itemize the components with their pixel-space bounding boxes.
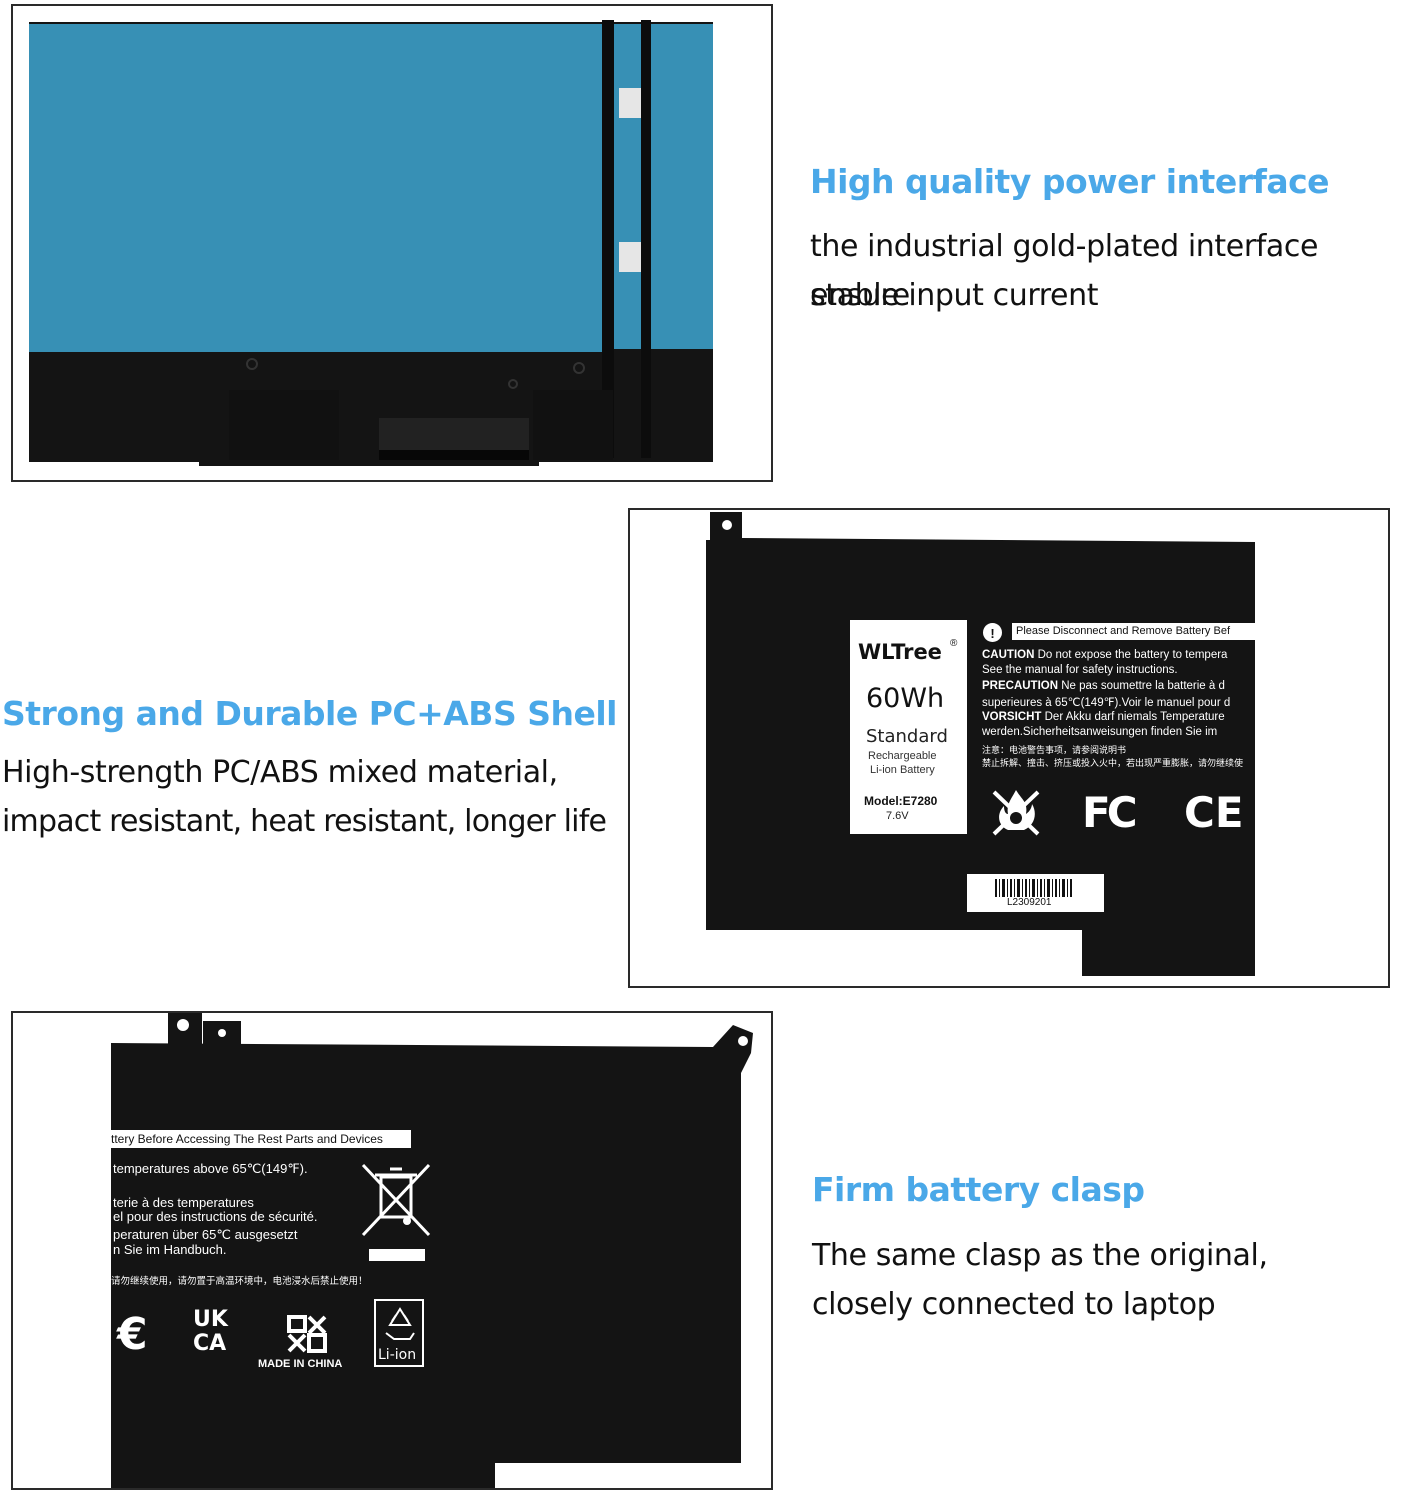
precaution-head: PRECAUTION bbox=[982, 680, 1059, 692]
flammable-icon bbox=[992, 790, 1040, 836]
battery-type: Standard bbox=[866, 726, 948, 747]
notice-warning-icon: ! bbox=[983, 623, 1002, 642]
back-line-4: peraturen über 65℃ ausgesetzt bbox=[113, 1227, 298, 1242]
caution-line-2: See the manual for safety instructions. bbox=[982, 664, 1178, 676]
battery-label-photo: WLTree ® 60Wh Standard Rechargeable Li-i… bbox=[628, 508, 1390, 988]
recycle-icon bbox=[385, 1307, 415, 1340]
vorsicht-head: VORSICHT bbox=[982, 711, 1042, 723]
bin-underline-bar bbox=[369, 1249, 425, 1261]
section-text-clasp-line-1: The same clasp as the original, bbox=[812, 1238, 1268, 1273]
brand-name: WLTree bbox=[858, 640, 942, 664]
barcode-icon bbox=[995, 879, 1072, 897]
caution-head: CAUTION bbox=[982, 649, 1035, 661]
ce-mark: CE bbox=[1184, 788, 1244, 837]
back-line-3: el pour des instructions de sécurité. bbox=[113, 1209, 318, 1224]
barcode-sticker: L2309201 bbox=[967, 874, 1104, 912]
section-text-shell-line-1: High-strength PC/ABS mixed material, bbox=[2, 755, 558, 790]
made-in-china: MADE IN CHINA bbox=[258, 1358, 343, 1370]
precaution-line-1: Ne pas soumettre la batterie à d bbox=[1058, 680, 1225, 692]
back-notice-text: ttery Before Accessing The Rest Parts an… bbox=[111, 1132, 383, 1146]
back-notice-strip: ttery Before Accessing The Rest Parts an… bbox=[111, 1130, 411, 1148]
section-headline-shell: Strong and Durable PC+ABS Shell bbox=[2, 694, 617, 733]
recycle-mark-icon bbox=[287, 1315, 327, 1353]
battery-capacity: 60Wh bbox=[866, 683, 945, 714]
back-line-5: n Sie im Handbuch. bbox=[113, 1242, 227, 1257]
section-text-shell-line-2: impact resistant, heat resistant, longer… bbox=[2, 804, 607, 839]
battery-desc-2: Li-ion Battery bbox=[870, 764, 935, 776]
power-interface-photo bbox=[11, 4, 773, 482]
notice-strip: Please Disconnect and Remove Battery Bef bbox=[1012, 623, 1255, 640]
battery-blue-cover-illustration bbox=[29, 20, 713, 466]
caution-line-1: Do not expose the battery to tempera bbox=[1034, 649, 1228, 661]
battery-desc-1: Rechargeable bbox=[868, 750, 937, 762]
crossed-bin-icon bbox=[361, 1163, 431, 1237]
warning-text-block: CAUTION Do not expose the battery to tem… bbox=[982, 649, 1255, 769]
brand-registered-mark: ® bbox=[950, 638, 958, 649]
vorsicht-line-2: werden.Sicherheitsanweisungen finden Sie… bbox=[982, 726, 1218, 738]
vorsicht-line-1: Der Akku darf niemals Temperature bbox=[1041, 711, 1225, 723]
battery-model: Model:E7280 bbox=[864, 794, 938, 808]
back-ce-mark: € bbox=[117, 1309, 148, 1360]
barcode-text: L2309201 bbox=[1007, 897, 1052, 908]
section-headline-power-interface: High quality power interface bbox=[810, 162, 1330, 201]
section-text-power-interface-line-2: stable input current bbox=[810, 278, 1099, 313]
ukca-mark-line-1: UK bbox=[193, 1307, 228, 1332]
section-headline-clasp: Firm battery clasp bbox=[812, 1170, 1145, 1209]
ukca-mark-line-2: CA bbox=[193, 1331, 227, 1356]
back-line-1: temperatures above 65℃(149℉). bbox=[113, 1161, 308, 1176]
battery-voltage: 7.6V bbox=[886, 810, 909, 822]
liion-text: Li-ion bbox=[378, 1347, 417, 1363]
battery-spec-sticker: WLTree ® 60Wh Standard Rechargeable Li-i… bbox=[850, 620, 967, 834]
battery-clasp-photo: ttery Before Accessing The Rest Parts an… bbox=[11, 1011, 773, 1490]
back-warning-text-block: temperatures above 65℃(149℉). terie à de… bbox=[111, 1161, 371, 1291]
chinese-warning-line-1: 注意：电池警告事项，请参阅说明书 bbox=[982, 745, 1127, 755]
section-text-clasp-line-2: closely connected to laptop bbox=[812, 1287, 1216, 1322]
chinese-warning-line-2: 禁止拆解、撞击、挤压或投入火中，若出现严重膨胀，请勿继续使 bbox=[982, 758, 1244, 768]
liion-recycle-box: Li-ion bbox=[374, 1299, 424, 1367]
section-text-power-interface-line-1: the industrial gold-plated interface ens… bbox=[810, 229, 1319, 313]
notice-text: Please Disconnect and Remove Battery Bef bbox=[1016, 625, 1231, 637]
precaution-line-2: superieures à 65℃(149℉).Voir le manuel p… bbox=[982, 697, 1231, 709]
back-line-2: terie à des temperatures bbox=[113, 1195, 254, 1210]
fc-mark: FC bbox=[1082, 788, 1137, 837]
back-chinese-line: 请勿继续使用，请勿置于高温环境中，电池浸水后禁止使用！ bbox=[111, 1276, 368, 1287]
